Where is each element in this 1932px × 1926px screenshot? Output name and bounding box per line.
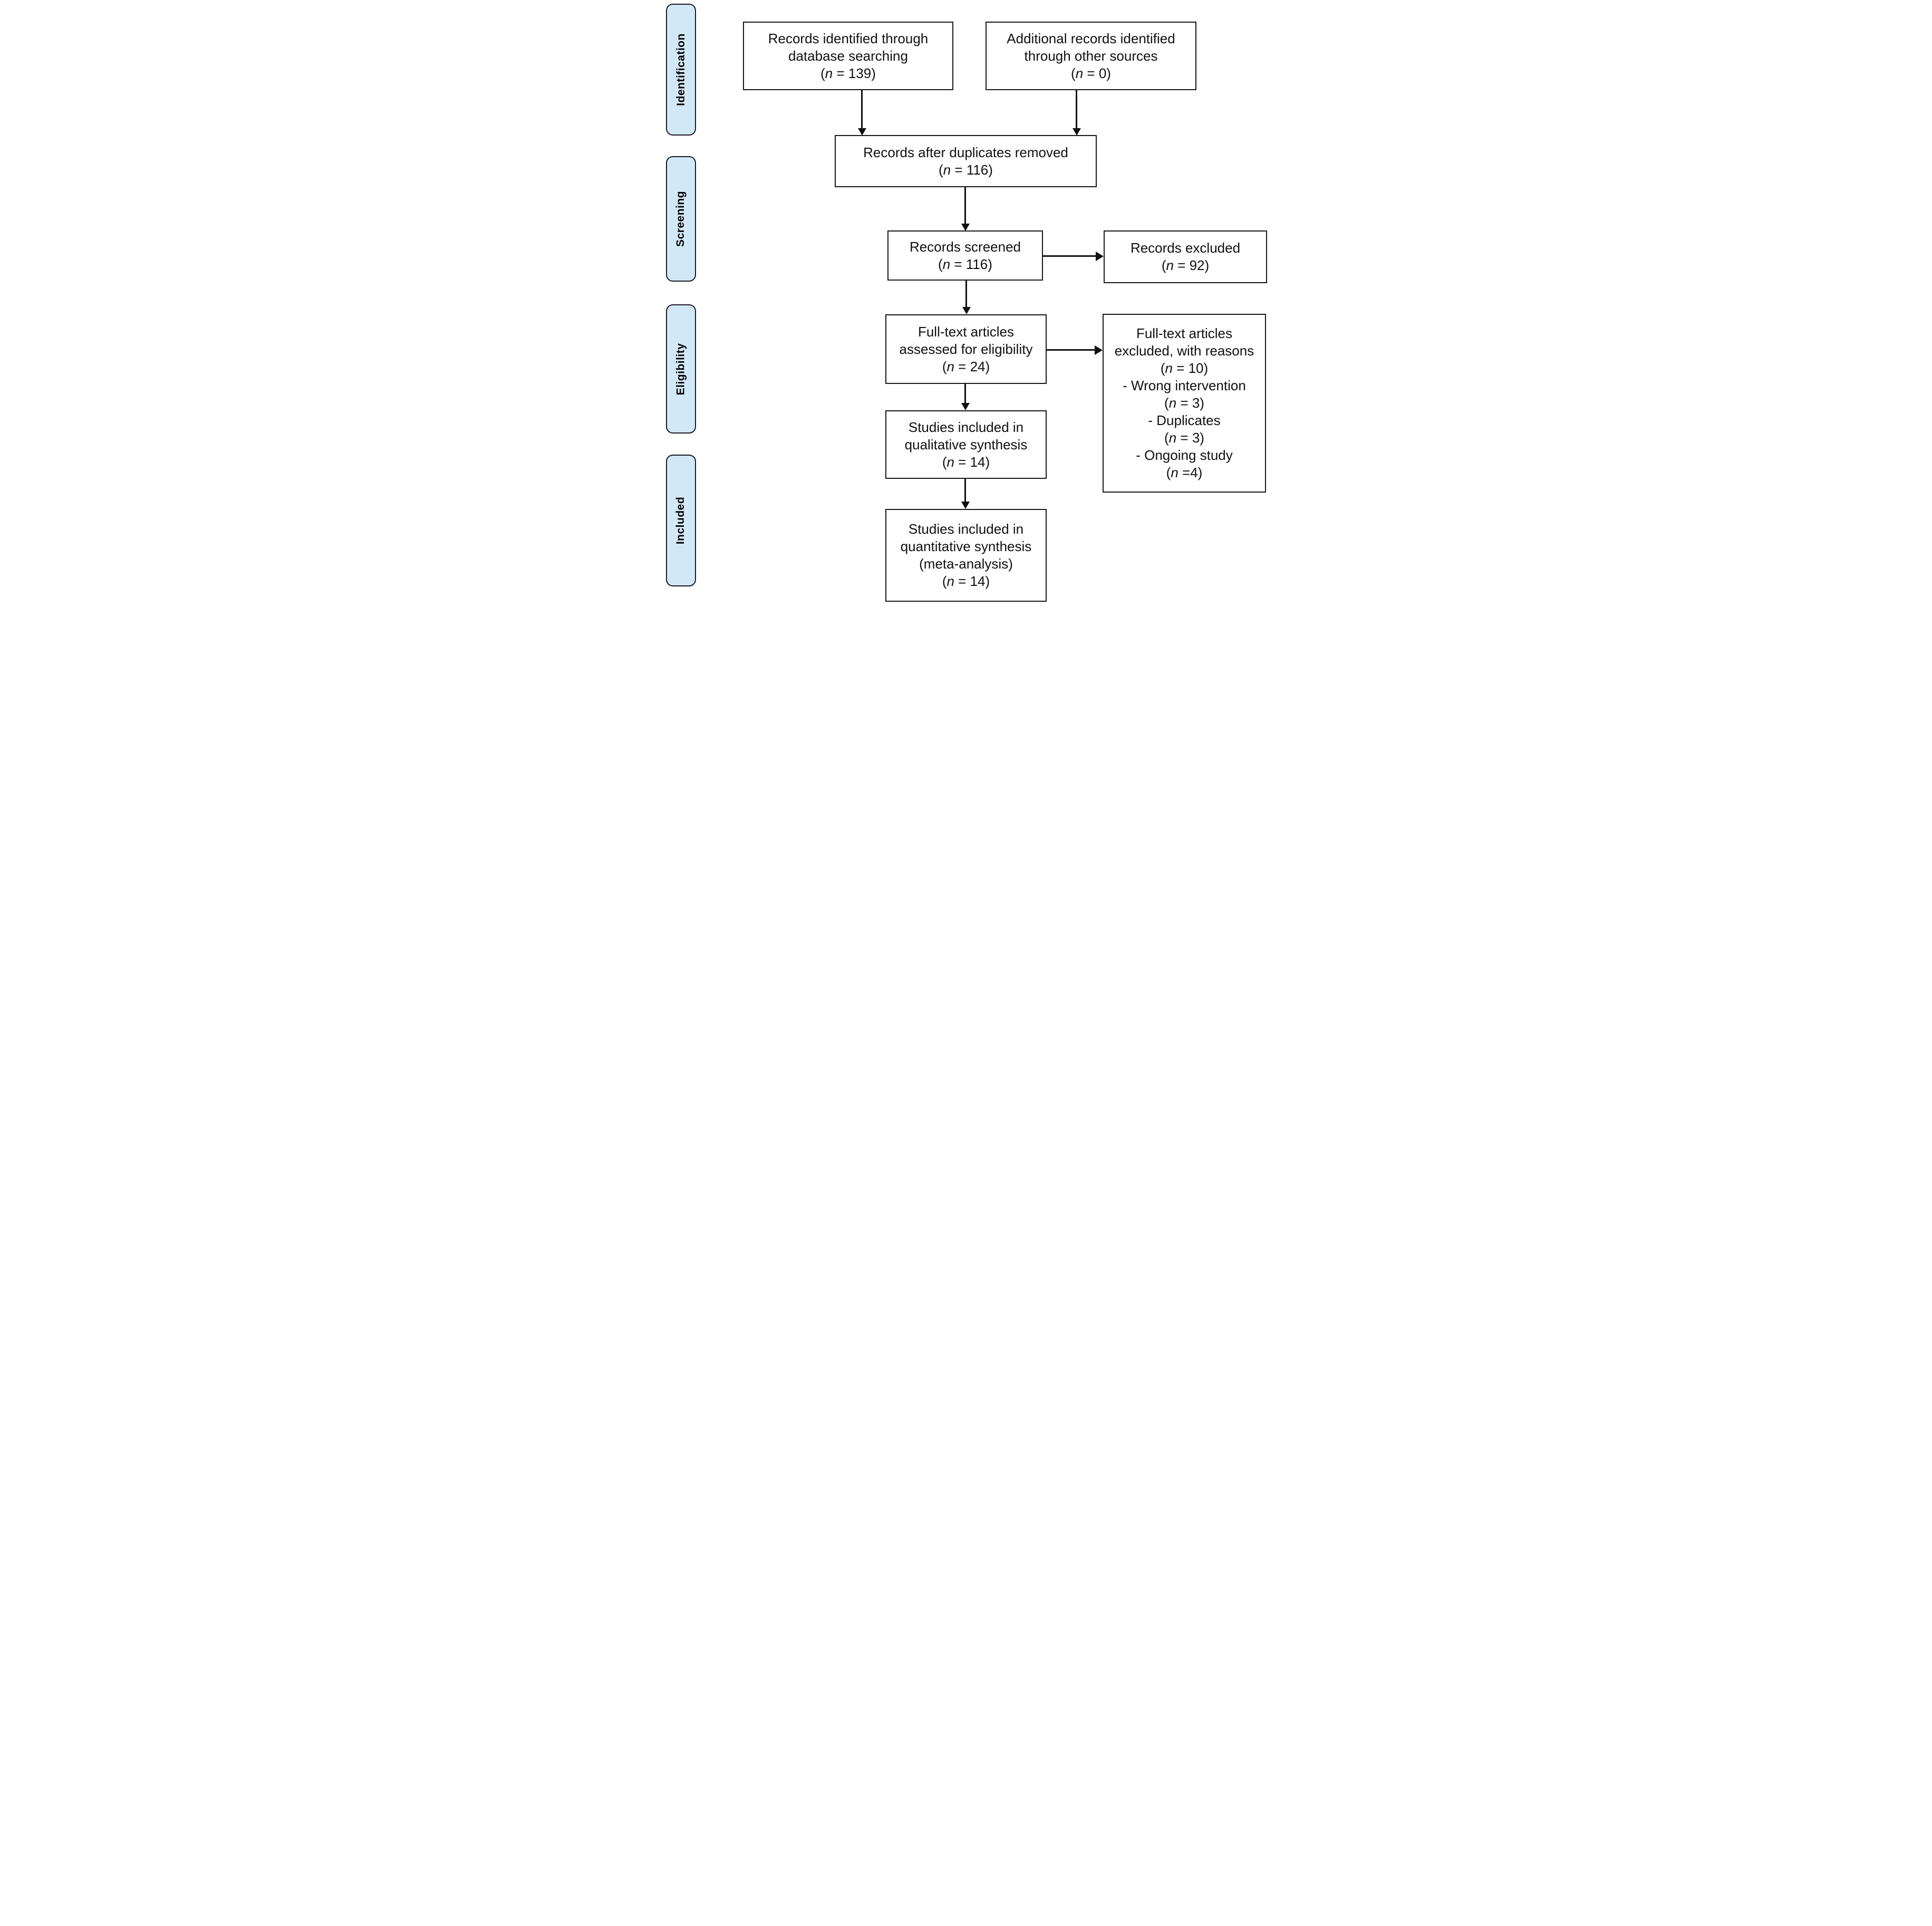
text-line: (n = 116) [938,256,992,272]
text-line: Additional records identified [1007,30,1175,46]
stage-eligibility: Eligibility [666,304,696,434]
prisma-flow-diagram: Identification Screening Eligibility Inc… [663,0,1269,604]
text-line: Studies included in [908,521,1024,537]
text-line: - Ongoing study [1136,447,1233,463]
text-line: Studies included in [908,419,1024,435]
text-line: (n = 3) [1164,395,1204,411]
stage-screening-label: Screening [674,190,687,247]
text-line: (n = 92) [1161,257,1210,273]
box-records-screened: Records screened(n = 116) [887,230,1043,281]
text-line: (n =4) [1166,465,1203,480]
stage-eligibility-label: Eligibility [674,343,687,395]
text-line: excluded, with reasons [1114,343,1254,359]
text-line: Records identified through [768,30,929,46]
text-line: (n = 3) [1164,430,1204,446]
box-records-excluded: Records excluded(n = 92) [1104,230,1267,283]
text-line: - Duplicates [1148,412,1221,428]
text-line: (n = 116) [939,161,993,178]
text-line: (n = 139) [820,65,876,81]
text-line: assessed for eligibility [899,341,1033,357]
text-line: (n = 0) [1071,65,1111,81]
stage-identification-label: Identification [674,33,687,106]
box-fulltext-excluded: Full-text articles excluded, with reasons… [1103,314,1266,493]
stage-screening: Screening [666,156,696,282]
text-line: through other sources [1024,47,1158,64]
text-line: (n = 14) [942,454,990,470]
text-line: - Wrong intervention [1123,378,1246,393]
text-line: Full-text articles [1136,325,1233,341]
text-line: Full-text articles [917,323,1015,340]
box-duplicates-removed: Records after duplicates removed(n = 116… [835,135,1097,187]
stage-included-label: Included [674,496,687,545]
text-line: Records screened [910,238,1021,255]
text-line: (n = 14) [942,573,990,589]
text-line: (meta-analysis) [919,556,1013,572]
text-line: quantitative synthesis [900,538,1032,554]
text-line: qualitative synthesis [904,436,1028,452]
text-line: Records excluded [1130,240,1241,256]
text-line: (n = 24) [942,358,990,374]
text-line: (n = 10) [1160,360,1209,376]
stage-included: Included [666,455,696,586]
text-line: Records after duplicates removed [863,144,1068,160]
text-line: database searching [788,47,908,64]
stage-identification: Identification [666,4,696,136]
